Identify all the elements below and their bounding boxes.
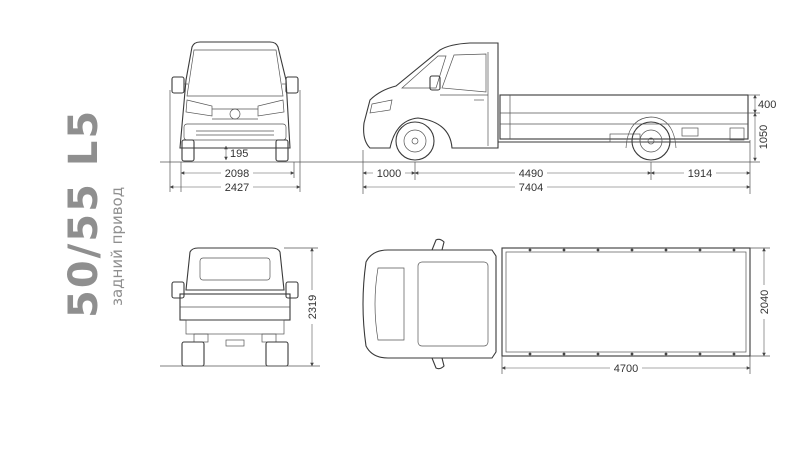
platform-length-label: 4700 [614,363,638,375]
overall-height-label: 2319 [307,295,319,319]
rear-overhang-label: 1914 [688,168,712,180]
side-view: 1000 4490 1914 7404 400 1050 [362,42,776,194]
sideboard-height-label: 400 [758,99,776,111]
platform-width-label: 2040 [759,290,771,314]
wheelbase-label: 4490 [519,168,543,180]
overall-length-label: 7404 [519,182,543,194]
rear-view: 2319 [160,247,320,367]
overall-width-label: 2427 [225,182,249,194]
track-width-label: 2098 [225,168,249,180]
front-overhang-label: 1000 [377,168,401,180]
ground-clearance-label: 195 [230,148,248,160]
top-view: 2040 4700 [362,238,771,375]
loading-height-label: 1050 [758,125,770,149]
front-view: 195 2098 2427 [169,41,301,194]
